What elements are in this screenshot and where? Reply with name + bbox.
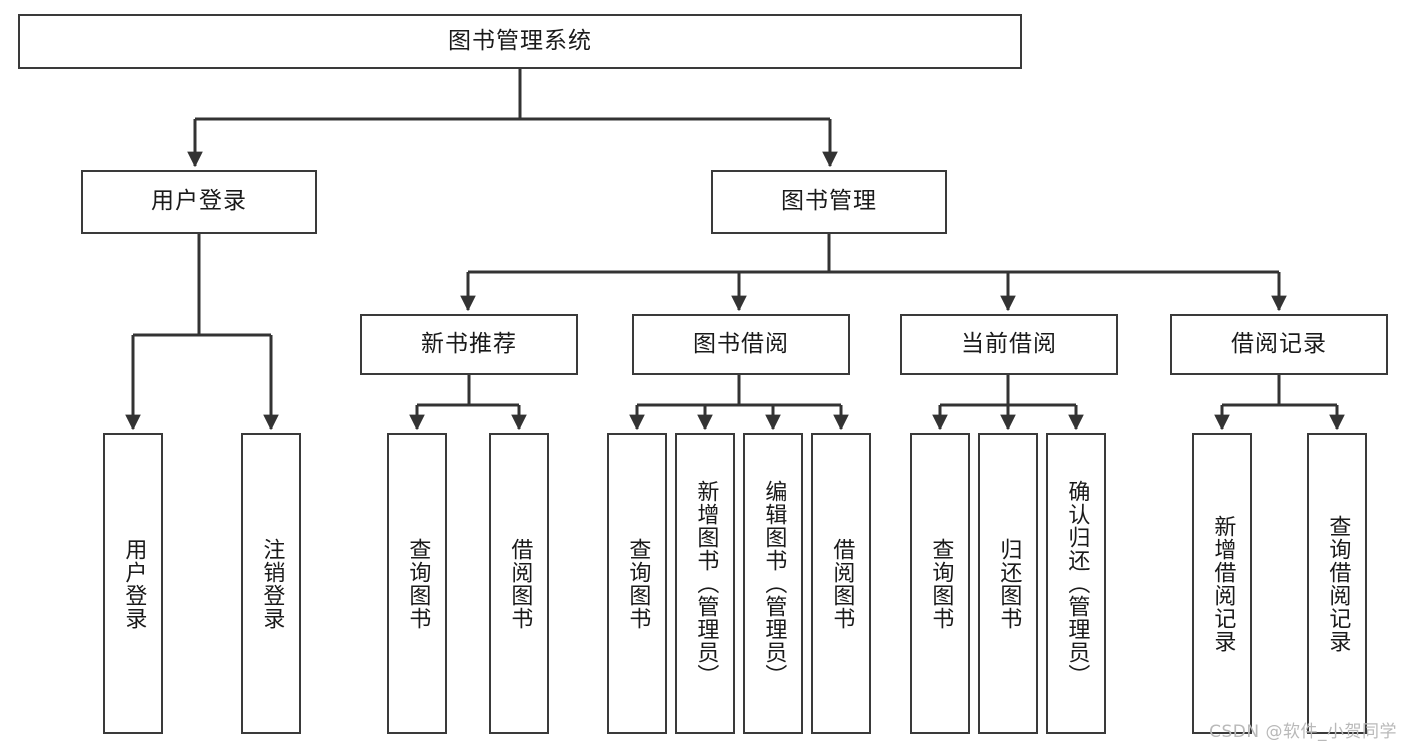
leaf-logout-label: 注销登录 xyxy=(259,537,285,630)
leaf-borrow-book-new-label: 借阅图书 xyxy=(507,537,533,630)
leaf-query-book-borrow[interactable]: 查询图书 xyxy=(607,433,667,734)
node-user-login[interactable]: 用户登录 xyxy=(81,170,317,234)
leaf-edit-book-admin[interactable]: 编辑图书（管理员） xyxy=(743,433,803,734)
leaf-borrow-book[interactable]: 借阅图书 xyxy=(811,433,871,734)
node-root[interactable]: 图书管理系统 xyxy=(18,14,1022,69)
leaf-query-borrow-record-label: 查询借阅记录 xyxy=(1325,514,1351,653)
node-new-book-recommend[interactable]: 新书推荐 xyxy=(360,314,578,375)
leaf-user-login[interactable]: 用户登录 xyxy=(103,433,163,734)
leaf-confirm-return-admin-label: 确认归还（管理员） xyxy=(1064,480,1090,687)
node-book-management[interactable]: 图书管理 xyxy=(711,170,947,234)
leaf-add-book-admin[interactable]: 新增图书（管理员） xyxy=(675,433,735,734)
leaf-query-borrow-record[interactable]: 查询借阅记录 xyxy=(1307,433,1367,734)
node-root-label: 图书管理系统 xyxy=(448,27,592,54)
leaf-confirm-return-admin[interactable]: 确认归还（管理员） xyxy=(1046,433,1106,734)
leaf-return-book-label: 归还图书 xyxy=(996,537,1022,630)
watermark-text: CSDN @软件_小贺同学 xyxy=(1209,722,1397,742)
leaf-user-login-label: 用户登录 xyxy=(121,537,147,630)
node-current-borrow[interactable]: 当前借阅 xyxy=(900,314,1118,375)
leaf-query-book-current[interactable]: 查询图书 xyxy=(910,433,970,734)
leaf-edit-book-admin-label: 编辑图书（管理员） xyxy=(761,480,787,687)
leaf-query-book-new-label: 查询图书 xyxy=(405,537,431,630)
node-user-login-label: 用户登录 xyxy=(151,188,247,215)
node-book-borrow-label: 图书借阅 xyxy=(693,330,789,357)
leaf-query-book-new[interactable]: 查询图书 xyxy=(387,433,447,734)
leaf-logout[interactable]: 注销登录 xyxy=(241,433,301,734)
leaf-borrow-book-label: 借阅图书 xyxy=(829,537,855,630)
node-borrow-records-label: 借阅记录 xyxy=(1231,330,1327,357)
leaf-return-book[interactable]: 归还图书 xyxy=(978,433,1038,734)
leaf-query-book-borrow-label: 查询图书 xyxy=(625,537,651,630)
node-new-book-recommend-label: 新书推荐 xyxy=(421,330,517,357)
node-current-borrow-label: 当前借阅 xyxy=(961,330,1057,357)
node-book-management-label: 图书管理 xyxy=(781,188,877,215)
leaf-query-book-current-label: 查询图书 xyxy=(928,537,954,630)
leaf-borrow-book-new[interactable]: 借阅图书 xyxy=(489,433,549,734)
node-borrow-records[interactable]: 借阅记录 xyxy=(1170,314,1388,375)
leaf-add-book-admin-label: 新增图书（管理员） xyxy=(693,480,719,687)
node-book-borrow[interactable]: 图书借阅 xyxy=(632,314,850,375)
leaf-add-borrow-record-label: 新增借阅记录 xyxy=(1210,514,1236,653)
leaf-add-borrow-record[interactable]: 新增借阅记录 xyxy=(1192,433,1252,734)
